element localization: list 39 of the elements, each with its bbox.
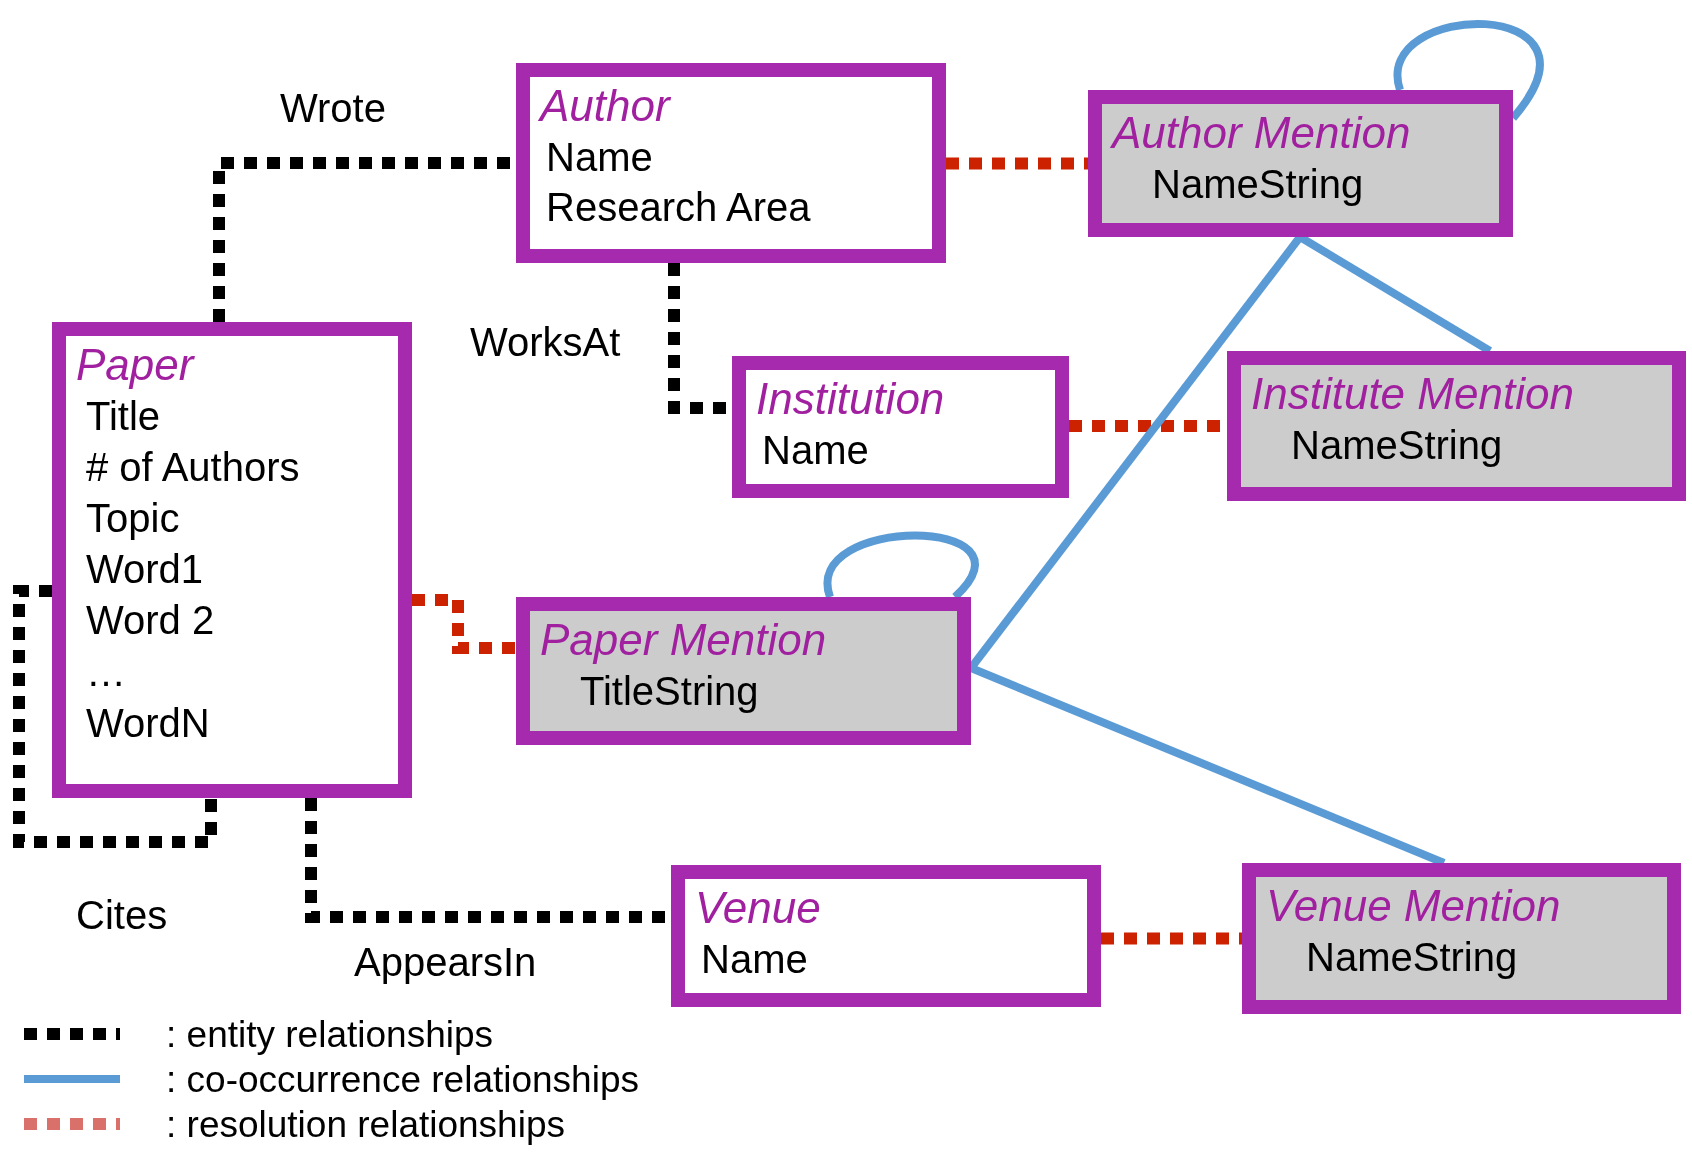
legend-text: : resolution relationships [166, 1105, 565, 1143]
attribute-text: NameString [1151, 160, 1364, 208]
entity-box [671, 865, 1101, 1007]
mention-box [516, 597, 971, 745]
attribute-text: NameString [1305, 933, 1518, 981]
entity-title: Author [540, 81, 670, 132]
self-loop [824, 531, 979, 600]
entity-title: Venue [695, 883, 821, 934]
entity-title: Venue Mention [1266, 881, 1561, 932]
entity-box [52, 322, 412, 798]
entity-box [732, 356, 1069, 498]
dashed-connector [1101, 932, 1242, 945]
legend-text: : co-occurrence relationships [166, 1060, 639, 1098]
entity-title: Paper [76, 340, 194, 391]
attribute-text: Title [85, 392, 161, 440]
dashed-connector [946, 157, 1088, 170]
entity-title: Author Mention [1112, 108, 1411, 159]
attribute-text: TitleString [579, 667, 759, 715]
self-loop [1394, 20, 1544, 121]
attribute-text: Name [545, 133, 653, 181]
attribute-text: Research Area [545, 183, 811, 231]
attribute-text: # of Authors [85, 443, 300, 491]
attribute-text: NameString [1290, 421, 1503, 469]
attribute-text: … [85, 648, 126, 696]
attribute-text: WordN [85, 699, 210, 747]
entity-title: Paper Mention [540, 615, 827, 666]
entity-title: Institute Mention [1251, 369, 1574, 420]
attribute-text: Name [761, 426, 869, 474]
legend-text: : entity relationships [166, 1015, 493, 1053]
attribute-text: Name [700, 935, 808, 983]
attribute-text: Topic [85, 494, 180, 542]
dashed-connector [412, 594, 516, 654]
entity-box [516, 63, 946, 263]
attribute-text: Word 2 [85, 597, 215, 645]
mention-box [1088, 90, 1513, 237]
mention-box [1227, 351, 1686, 501]
entity-title: Institution [756, 374, 945, 425]
attribute-text: Word1 [85, 546, 204, 594]
mention-box [1242, 863, 1681, 1014]
